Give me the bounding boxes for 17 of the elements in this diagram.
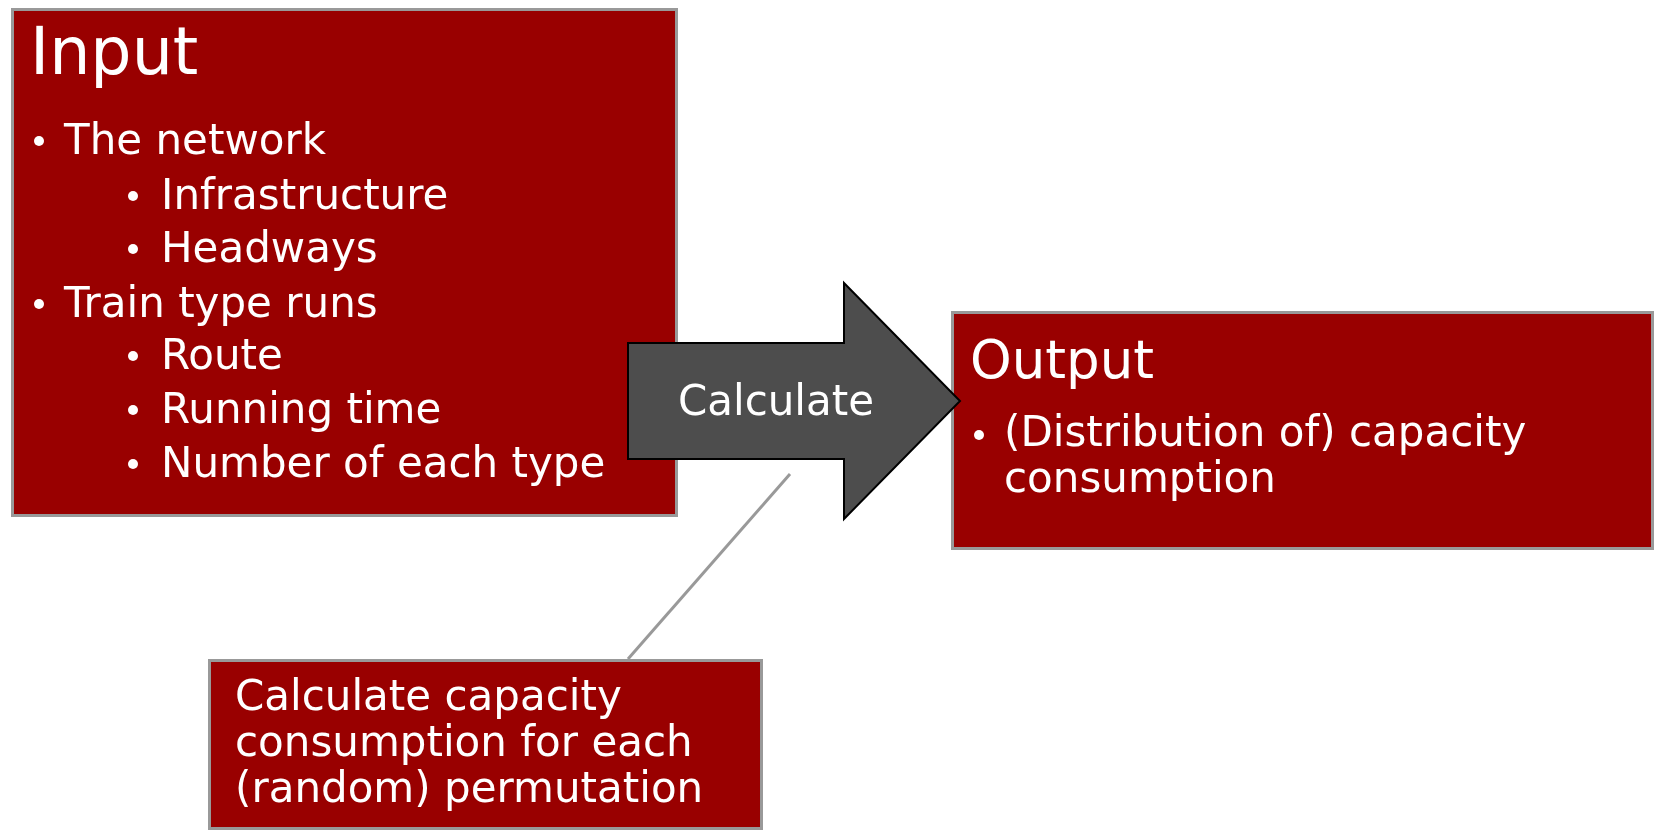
block-arrow [627,280,962,522]
bullet-text: (Distribution of) capacity consumption [1004,409,1528,502]
bullet-text: Running time [161,384,442,435]
bullet-text: Infrastructure [161,170,449,221]
input-box [11,8,678,517]
bullet-text: The network [64,115,327,166]
bullet-text: Route [161,330,283,381]
note-text: Calculate capacity consumption for each (random) permutation [235,673,705,812]
output-box [951,311,1654,550]
box-heading: Output [970,328,1155,392]
leader-line [626,473,792,660]
bullet-text: Train type runs [64,278,378,329]
note-box [208,659,763,830]
box-heading: Input [30,13,199,91]
bullet-text: Headways [161,223,378,274]
bullet-text: Number of each type [161,438,606,489]
edge-label: Calculate [677,375,875,427]
